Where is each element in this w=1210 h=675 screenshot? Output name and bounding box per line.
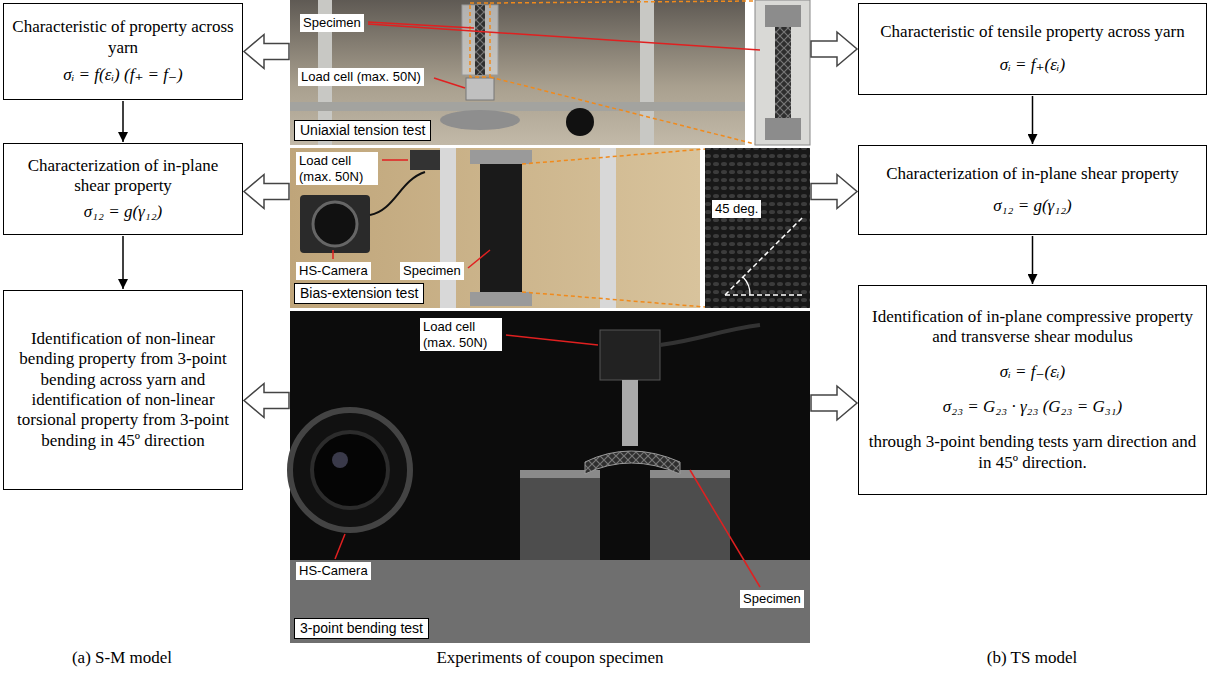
leader-line xyxy=(332,250,334,259)
leader-line xyxy=(368,24,760,50)
clamp xyxy=(470,292,532,306)
block-arrow xyxy=(811,386,857,420)
specimen-holder xyxy=(462,5,498,75)
camera-body xyxy=(300,195,370,253)
uniaxial-photo xyxy=(290,0,810,145)
process-box: Characteristic of property across yarn σᵢ… xyxy=(3,3,243,100)
frame-profile xyxy=(640,0,654,145)
load-cell xyxy=(600,330,660,380)
caption-text: (b) TS model xyxy=(987,648,1077,668)
photo-background xyxy=(290,148,700,308)
cable xyxy=(370,172,425,215)
flow-arrow xyxy=(122,236,124,289)
test-name: Bias-extension test xyxy=(294,283,424,304)
camera-lens xyxy=(313,202,357,246)
clamp xyxy=(765,5,801,27)
leader-line xyxy=(335,534,345,559)
specimen-zoom xyxy=(775,27,791,118)
caption-text: Experiments of coupon specimen xyxy=(436,648,663,668)
angle-arc xyxy=(743,277,750,295)
callout-label: Specimen xyxy=(740,590,804,608)
zoom-line xyxy=(522,292,705,307)
process-box: Characterization of in-plane shear prope… xyxy=(858,145,1207,235)
box-text: Characterization of in-plane shear prope… xyxy=(12,156,234,197)
bench xyxy=(290,560,810,643)
leader-line xyxy=(690,470,760,587)
flow-arrow xyxy=(1032,236,1034,284)
camera-lens xyxy=(312,432,388,508)
zoom-line xyxy=(490,1,755,3)
formula: σ₁₂ = g(γ₁₂) xyxy=(84,202,163,222)
box-text: Characteristic of property across yarn xyxy=(12,17,234,58)
angle-line xyxy=(725,217,803,295)
callout-label: HS-Camera xyxy=(296,562,371,580)
box-text: Characterization of in-plane shear prope… xyxy=(886,164,1179,184)
photo-background xyxy=(290,311,810,643)
callout-label: Load cell (max. 50N) xyxy=(298,68,424,86)
frame-bar xyxy=(290,102,745,111)
process-box: Characteristic of tensile property acros… xyxy=(858,3,1207,95)
zoom-line xyxy=(522,149,705,164)
zoom-photo xyxy=(755,0,810,145)
box-text: Characteristic of tensile property acros… xyxy=(880,22,1184,42)
lens-glint xyxy=(332,452,348,468)
leader-line xyxy=(468,250,490,268)
flow-arrow xyxy=(122,101,124,142)
clamp xyxy=(470,150,532,164)
specimen xyxy=(480,164,522,292)
support xyxy=(520,470,600,560)
cable xyxy=(660,325,760,345)
post xyxy=(600,148,616,308)
formula: σᵢ = f(εᵢ) (f₊ = f₋) xyxy=(63,65,182,85)
formula: σᵢ = f₋(εᵢ) xyxy=(1000,362,1065,382)
test-name: Uniaxial tension test xyxy=(294,120,431,141)
box-text: Identification of non-linear bending pro… xyxy=(12,329,234,451)
callout-label: Specimen xyxy=(300,14,364,32)
formula: σᵢ = f₊(εᵢ) xyxy=(1000,55,1065,75)
post xyxy=(440,148,456,308)
flow-arrow xyxy=(1032,96,1034,144)
loading-nose xyxy=(622,380,638,446)
leader-line xyxy=(382,159,408,161)
process-box: Identification of non-linear bending pro… xyxy=(3,290,243,490)
camera-lens xyxy=(290,410,410,530)
box-text: Identification of in-plane compressive p… xyxy=(867,307,1198,348)
caption-text: (a) S-M model xyxy=(72,648,172,668)
callout-label: Load cell (max. 50N) xyxy=(420,318,502,351)
angle-line xyxy=(725,294,803,296)
block-arrow xyxy=(811,175,857,209)
knob xyxy=(566,108,594,136)
block-arrow xyxy=(244,175,289,209)
load-cell xyxy=(410,150,440,170)
leader-line xyxy=(506,335,598,345)
zoom-texture xyxy=(705,148,810,308)
support xyxy=(650,470,730,560)
formula: σ₁₂ = g(γ₁₂) xyxy=(993,196,1072,216)
block-arrow xyxy=(244,384,289,418)
box-text: through 3-point bending tests yarn direc… xyxy=(867,432,1198,473)
formula: σ₂₃ = G₂₃ · γ₂₃ (G₂₃ = G₃₁) xyxy=(943,397,1122,417)
photo-panel: 3-point bending test xyxy=(290,311,810,643)
block-arrow xyxy=(244,35,289,69)
zoom-line xyxy=(490,77,755,144)
process-box: Characterization of in-plane shear prope… xyxy=(3,143,243,235)
specimen xyxy=(475,5,485,75)
process-box: Identification of in-plane compressive p… xyxy=(858,285,1207,495)
photo-background xyxy=(290,0,745,145)
callout-label: 45 deg. xyxy=(712,200,761,218)
callout-label: HS-Camera xyxy=(296,262,371,280)
callout-label: Load cell (max. 50N) xyxy=(296,152,378,185)
callout-label: Specimen xyxy=(400,262,464,280)
specimen xyxy=(585,451,680,474)
bias-photo xyxy=(290,148,810,308)
base xyxy=(440,110,520,130)
clamp xyxy=(765,118,801,140)
leader-line xyxy=(434,78,465,88)
test-name: 3-point bending test xyxy=(294,618,429,639)
bending-photo xyxy=(290,311,810,643)
load-cell xyxy=(466,78,494,100)
zoom-frame xyxy=(470,3,490,77)
block-arrow xyxy=(811,32,857,66)
